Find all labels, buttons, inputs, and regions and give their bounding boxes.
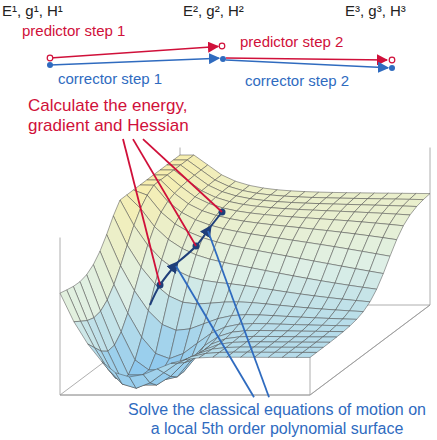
- point-label: E², g², H²: [183, 2, 244, 19]
- surface-patch: [343, 311, 364, 320]
- predictor-arrow: [226, 58, 387, 60]
- trajectory-path: [150, 262, 178, 305]
- predicted-point: [219, 43, 225, 49]
- corrector-arrow: [226, 60, 388, 68]
- surface-patch: [60, 290, 81, 322]
- surface-patch: [316, 337, 337, 342]
- predicted-point: [389, 57, 395, 63]
- surface-patch: [296, 352, 317, 357]
- surface-patch: [403, 199, 424, 206]
- leader-line: [123, 139, 160, 285]
- surface-patch: [376, 238, 397, 257]
- step-label: predictor step 1: [22, 22, 125, 39]
- trajectory: [150, 209, 226, 306]
- surface-patch: [389, 214, 410, 226]
- leader-lines: [123, 139, 269, 397]
- surface-patch: [309, 342, 330, 347]
- predictor-arrow: [50, 47, 218, 59]
- leader-line: [143, 139, 222, 212]
- point-label: E¹, g¹, H¹: [2, 2, 63, 19]
- leader-line: [176, 266, 254, 397]
- surface-patch: [409, 193, 430, 199]
- surface-patch: [323, 331, 344, 337]
- corrector-arrow: [50, 58, 219, 65]
- step-label: predictor step 2: [240, 33, 343, 50]
- bounding-box: [430, 148, 431, 306]
- surface-patch: [396, 206, 417, 215]
- callout-text: Calculate the energy, gradient and Hessi…: [28, 96, 243, 135]
- surface-patch: [303, 347, 324, 352]
- leader-line: [133, 139, 196, 246]
- point-label: E³, g³, H³: [345, 2, 406, 19]
- bounding-box: [60, 238, 61, 396]
- corrected-point: [389, 65, 395, 71]
- surface-patch: [363, 271, 384, 289]
- surface-patch: [383, 224, 404, 239]
- potential-surface: [60, 148, 430, 396]
- predicted-point: [47, 55, 53, 61]
- surface-patch: [171, 357, 192, 364]
- callout-text: Solve the classical equations of motion …: [124, 401, 430, 438]
- surface-patch: [102, 361, 123, 384]
- surface-patch: [336, 319, 357, 326]
- surface-patch: [356, 287, 377, 302]
- step-label: corrector step 2: [245, 72, 349, 89]
- corrected-point: [220, 56, 226, 62]
- surface-patch: [349, 301, 370, 312]
- corrected-point: [47, 62, 53, 68]
- step-label: corrector step 1: [58, 70, 162, 87]
- surface-patch: [369, 254, 390, 274]
- leader-line: [208, 231, 269, 397]
- surface-patch: [329, 326, 350, 332]
- surface-patch: [157, 363, 178, 373]
- surface-patch: [74, 321, 95, 347]
